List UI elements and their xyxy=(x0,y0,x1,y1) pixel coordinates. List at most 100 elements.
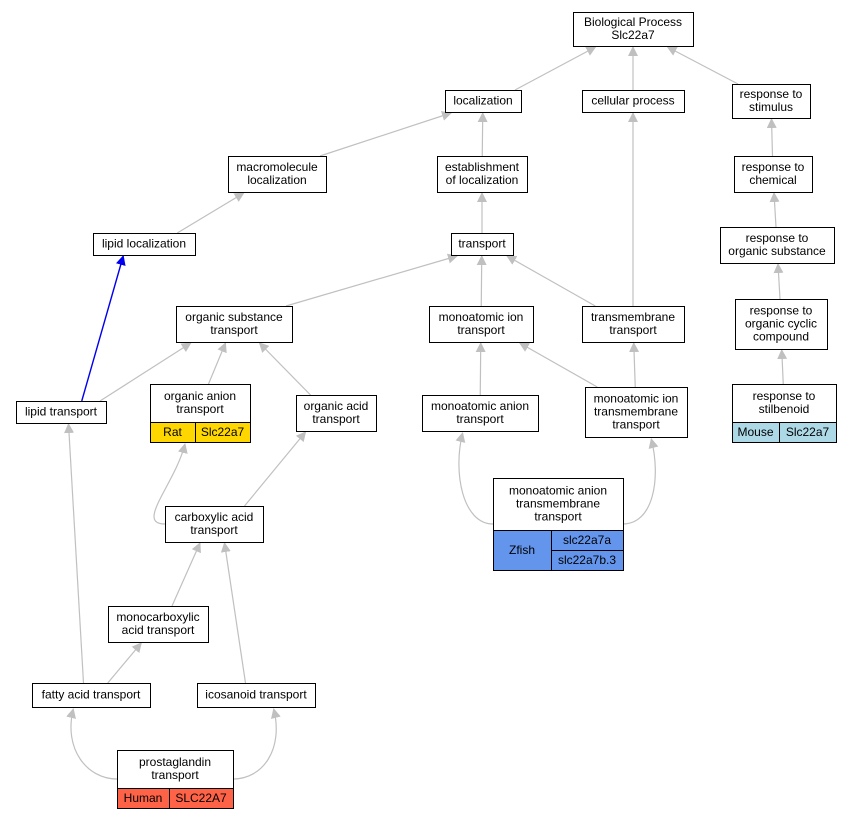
node-localization[interactable]: localization xyxy=(445,90,522,113)
edge-response-stilbenoid-to-response-organic-cyclic xyxy=(777,349,788,385)
node-icosanoid-transport[interactable]: icosanoid transport xyxy=(197,683,316,708)
node-label: transport xyxy=(456,412,504,426)
node-label: monocarboxylic xyxy=(116,610,199,624)
species-cell xyxy=(493,530,552,571)
edge-response-stimulus-to-bp xyxy=(666,46,739,85)
node-label: transport xyxy=(457,323,505,337)
node-label: acid transport xyxy=(122,623,195,637)
node-label: transport xyxy=(190,523,238,537)
edge-establishment-localization-to-localization xyxy=(477,112,488,157)
node-label: response to xyxy=(740,87,803,101)
node-box xyxy=(176,306,293,343)
node-box xyxy=(732,84,811,119)
edge-response-chemical-to-response-stimulus xyxy=(766,118,777,157)
node-label: transport xyxy=(534,510,582,524)
edge-lipid-transport-to-lipid-localization xyxy=(81,255,126,402)
node-box xyxy=(582,90,685,113)
edge-monoatomic-anion-transmembrane-to-monoatomic-ion-transmembrane xyxy=(622,438,659,525)
edge-monoatomic-ion-transmembrane-to-monoatomic-ion-transport xyxy=(518,342,598,388)
edge-lipid-transport-to-organic-substance-transport xyxy=(99,342,192,402)
node-cellular-process[interactable]: cellular process xyxy=(582,90,685,113)
node-label: transmembrane xyxy=(594,405,678,419)
node-label: compound xyxy=(753,330,809,344)
node-monoatomic-anion-transmembrane[interactable]: monoatomic aniontransmembranetransportZf… xyxy=(493,478,624,571)
node-box xyxy=(720,227,835,264)
species-label: Zfish xyxy=(509,543,535,557)
node-box xyxy=(429,306,534,343)
edge-organic-anion-transport-to-organic-substance-transport xyxy=(207,342,227,385)
node-label: stimulus xyxy=(749,100,793,114)
node-label: organic acid xyxy=(304,399,369,413)
edge-carboxylic-acid-transport-to-organic-acid-transport xyxy=(244,431,307,507)
node-box xyxy=(108,606,209,643)
node-label: organic anion xyxy=(164,389,236,403)
edge-fatty-acid-transport-to-lipid-transport xyxy=(64,423,85,684)
node-box xyxy=(296,395,377,432)
gene-label: slc22a7b.3 xyxy=(558,553,616,567)
edge-prostaglandin-transport-to-fatty-acid-transport xyxy=(66,708,118,780)
species-label: Mouse xyxy=(737,425,773,439)
edge-fatty-acid-transport-to-monocarboxylic-acid-transport xyxy=(107,642,142,684)
node-lipid-localization[interactable]: lipid localization xyxy=(93,233,196,256)
node-label: organic substance xyxy=(185,310,283,324)
node-box xyxy=(734,156,813,193)
node-box xyxy=(582,306,685,343)
node-label: establishment xyxy=(445,160,520,174)
edge-response-organic-cyclic-to-response-organic-substance xyxy=(773,263,784,300)
node-fatty-acid-transport[interactable]: fatty acid transport xyxy=(32,683,151,708)
node-label: cellular process xyxy=(591,94,674,108)
edge-prostaglandin-transport-to-icosanoid-transport xyxy=(232,708,281,780)
edge-lipid-localization-to-macromolecule-localization xyxy=(176,192,245,234)
edge-monoatomic-ion-transmembrane-to-transmembrane-transport xyxy=(629,342,640,388)
gene-label: Slc22a7 xyxy=(786,425,830,439)
node-label: response to xyxy=(753,389,816,403)
gene-label: slc22a7a xyxy=(563,533,611,547)
node-label: chemical xyxy=(749,173,796,187)
node-label: response to xyxy=(750,304,813,318)
edge-monocarboxylic-acid-transport-to-carboxylic-acid-transport xyxy=(171,542,201,607)
node-label: prostaglandin xyxy=(139,755,211,769)
node-label: organic substance xyxy=(728,244,826,258)
node-label: lipid localization xyxy=(102,237,186,251)
node-label: localization xyxy=(247,173,306,187)
node-box xyxy=(451,233,514,256)
edge-icosanoid-transport-to-carboxylic-acid-transport xyxy=(220,542,247,684)
gene-label: Slc22a7 xyxy=(201,425,245,439)
gene-label: SLC22A7 xyxy=(175,791,227,805)
edges-layer xyxy=(64,46,788,780)
node-transport[interactable]: transport xyxy=(451,233,514,256)
node-label: stilbenoid xyxy=(759,402,810,416)
node-box xyxy=(437,156,528,193)
node-label: response to xyxy=(742,160,805,174)
node-label: transport xyxy=(176,402,224,416)
node-lipid-transport[interactable]: lipid transport xyxy=(16,401,107,424)
node-label: Slc22a7 xyxy=(611,28,655,42)
edge-carboxylic-acid-transport-to-organic-anion-transport xyxy=(153,443,188,525)
edge-macromolecule-localization-to-localization xyxy=(319,111,452,157)
node-box xyxy=(165,506,264,543)
node-label: carboxylic acid xyxy=(175,510,254,524)
node-label: icosanoid transport xyxy=(205,688,307,702)
edge-organic-acid-transport-to-organic-substance-transport xyxy=(258,342,311,396)
gene-cell xyxy=(195,422,251,443)
gene-cell xyxy=(779,422,837,443)
